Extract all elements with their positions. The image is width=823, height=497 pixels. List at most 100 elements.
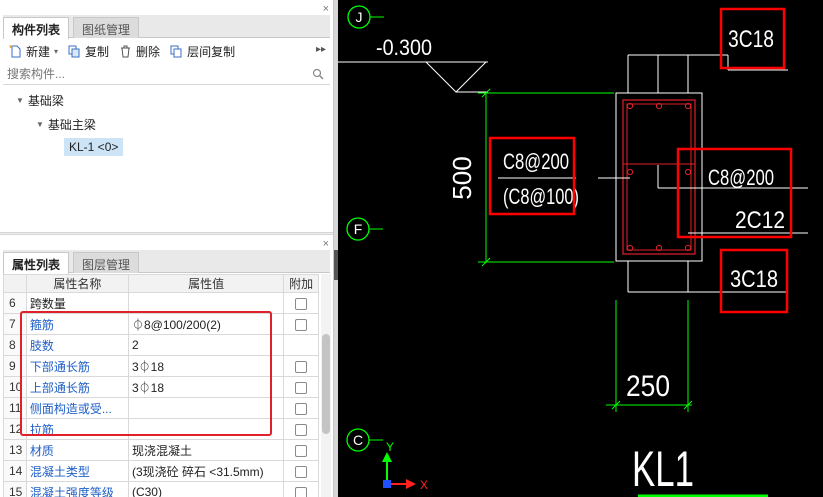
height-dimension-text: 500	[447, 156, 477, 199]
property-add-cell	[283, 355, 319, 377]
close-icon[interactable]: ×	[322, 238, 329, 250]
property-add-cell	[283, 313, 319, 335]
dimension-width	[606, 300, 693, 412]
tab-drawing-management[interactable]: 图纸管理	[73, 17, 140, 38]
splitter-grip[interactable]	[334, 250, 338, 280]
header-add: 附加	[283, 274, 319, 293]
callout-box-bottom-rebar	[719, 248, 789, 314]
side-rebar-text: 2C12	[735, 207, 785, 234]
property-add-cell	[283, 334, 319, 356]
beam-section	[615, 54, 703, 293]
header-index	[3, 274, 27, 293]
top-rebar-text: 3C18	[728, 26, 774, 53]
elevation-text: -0.300	[376, 35, 432, 60]
search-icon[interactable]	[312, 68, 324, 80]
tree-node-main-beam[interactable]: ▼ 基础主梁	[36, 116, 96, 133]
search-input[interactable]	[3, 65, 293, 83]
tree-item-kl1[interactable]: KL-1 <0>	[64, 138, 124, 156]
expand-triangle-icon[interactable]: ▼	[36, 120, 44, 129]
floor-copy-icon	[170, 45, 182, 58]
splitter[interactable]	[334, 0, 338, 497]
floor-copy-button[interactable]: 层间复制	[170, 43, 235, 60]
callout-box-right	[676, 147, 793, 239]
stirrup-text: C8@200	[503, 149, 569, 174]
highlight-box	[20, 311, 272, 436]
left-panel: × 构件列表 图纸管理 新建 ▾ 复制 删除 层间复制 ▸▸ ▼ 基础梁 ▼	[0, 0, 334, 497]
bottom-rebar-text: 3C18	[730, 266, 778, 293]
tree-label: 基础主梁	[47, 118, 96, 132]
close-icon[interactable]: ×	[322, 3, 329, 15]
header-name: 属性名称	[25, 274, 129, 293]
search-bar	[3, 65, 330, 85]
callout-box-stirrup	[488, 136, 576, 216]
new-label: 新建	[26, 45, 51, 59]
tree-item-label: KL-1 <0>	[64, 138, 124, 156]
add-checkbox[interactable]	[295, 402, 308, 415]
new-button[interactable]: 新建 ▾	[9, 43, 58, 60]
row-index: 13	[3, 439, 27, 461]
copy-label: 复制	[85, 45, 110, 59]
elevation-mark: -0.300	[338, 35, 488, 93]
ucs-axis-icon: Y X	[382, 440, 428, 492]
tab-layer-management[interactable]: 图层管理	[73, 252, 140, 273]
scrollbar-thumb[interactable]	[322, 334, 330, 434]
component-toolbar: 新建 ▾ 复制 删除 层间复制 ▸▸	[3, 40, 330, 63]
tab-property-list[interactable]: 属性列表	[3, 252, 70, 274]
property-add-cell	[283, 460, 319, 482]
table-header: 属性名称 属性值 附加	[3, 274, 319, 293]
chevron-down-icon[interactable]: ▾	[54, 47, 59, 56]
panel-divider[interactable]	[0, 232, 333, 235]
axis-label-f: F	[354, 221, 363, 237]
property-scrollbar[interactable]	[321, 274, 331, 497]
add-checkbox[interactable]	[295, 297, 308, 310]
more-icon[interactable]: ▸▸	[315, 44, 326, 55]
add-checkbox[interactable]	[295, 486, 308, 497]
property-value[interactable]: (C30)	[127, 481, 285, 497]
row-index: 15	[3, 481, 27, 497]
property-add-cell	[283, 418, 319, 440]
axis-bubble-j: J	[347, 5, 384, 29]
add-checkbox[interactable]	[295, 381, 308, 394]
add-checkbox[interactable]	[295, 318, 308, 331]
expand-triangle-icon[interactable]: ▼	[16, 96, 24, 105]
property-value[interactable]: (3现浇砼 碎石 <31.5mm)	[127, 460, 285, 482]
copy-icon	[68, 45, 80, 58]
copy-button[interactable]: 复制	[68, 43, 109, 60]
delete-button[interactable]: 删除	[119, 43, 160, 60]
property-value[interactable]: 现浇混凝土	[127, 439, 285, 461]
width-dimension-text: 250	[626, 370, 670, 403]
new-file-icon	[9, 45, 21, 58]
cad-canvas[interactable]: J F C -0.300	[338, 0, 823, 497]
tree-node-foundation-beam[interactable]: ▼ 基础梁	[16, 92, 64, 109]
property-name: 侧面构造或受...	[25, 397, 129, 419]
axis-x-label: X	[420, 478, 428, 492]
tab-component-list[interactable]: 构件列表	[3, 17, 70, 39]
axis-label-j: J	[356, 9, 363, 25]
property-add-cell	[283, 397, 319, 419]
delete-label: 删除	[136, 45, 161, 59]
property-add-cell	[283, 376, 319, 398]
floor-copy-label: 层间复制	[187, 45, 236, 59]
property-tabbar: 属性列表 图层管理	[3, 250, 330, 274]
add-checkbox[interactable]	[295, 444, 308, 457]
component-tabbar: 构件列表 图纸管理	[3, 15, 330, 39]
header-value: 属性值	[127, 274, 285, 293]
beam-name-text: KL1	[632, 441, 694, 497]
add-checkbox[interactable]	[295, 360, 308, 373]
row-index: 14	[3, 460, 27, 482]
cad-drawing: J F C -0.300	[338, 5, 808, 497]
axis-bubble-c: C	[346, 428, 383, 452]
stirrup-right-text: C8@200	[708, 165, 774, 190]
add-checkbox[interactable]	[295, 465, 308, 478]
property-value[interactable]: 3⏀18	[127, 355, 285, 377]
trash-icon	[121, 45, 131, 58]
add-checkbox[interactable]	[295, 423, 308, 436]
property-name: 混凝土类型	[25, 460, 129, 482]
